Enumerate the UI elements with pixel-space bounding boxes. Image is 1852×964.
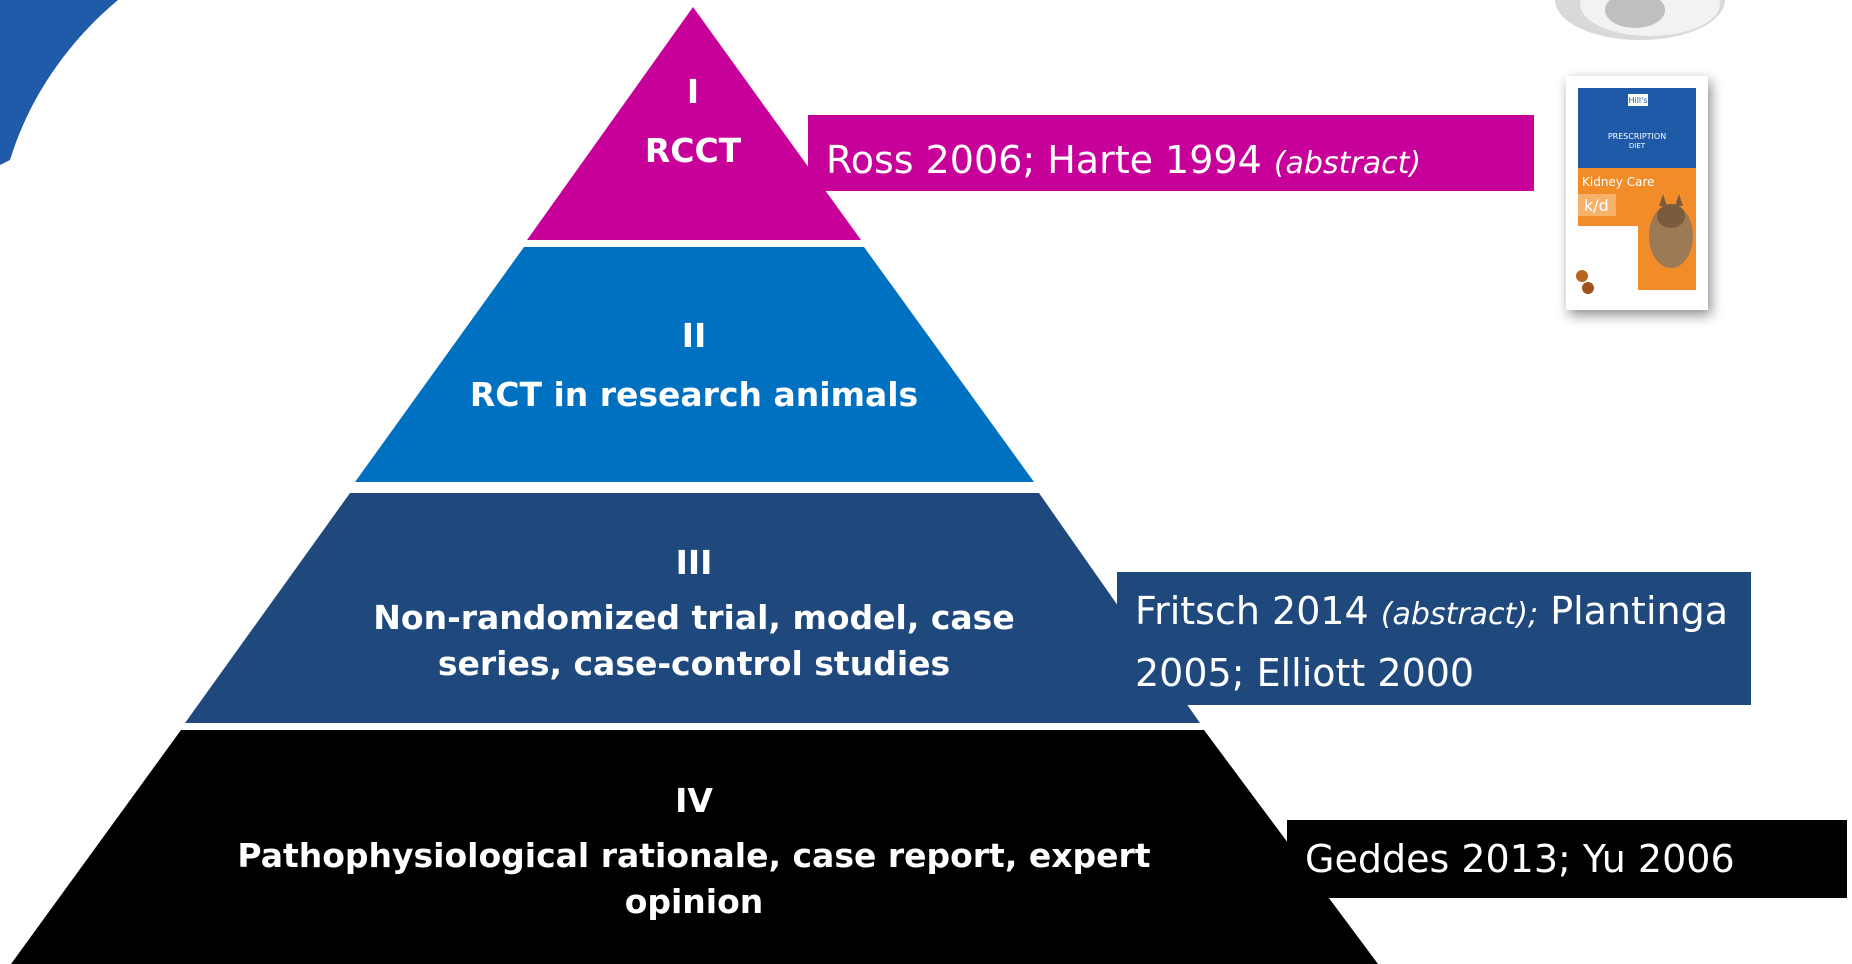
tier-3-shape (185, 493, 1200, 723)
tier-2-text: II RCT in research animals (444, 314, 944, 418)
tier-3-reference-box: Fritsch 2014 (abstract); Plantinga 2005;… (1117, 572, 1751, 705)
tier-4-label-line1: Pathophysiological rationale, case repor… (237, 836, 1151, 875)
tier-1-shape (527, 7, 861, 240)
tier-4-label-line2: opinion (624, 882, 764, 921)
product-brand: Hill's (1628, 96, 1647, 105)
tier-1-reference-text: Ross 2006; Harte 1994 (826, 138, 1274, 182)
tier-3-label-line1: Non-randomized trial, model, case (373, 598, 1015, 637)
tier-1-reference-note: (abstract) (1273, 146, 1422, 181)
tier-4-text: IV Pathophysiological rationale, case re… (194, 779, 1194, 925)
tier-4-reference-text: Geddes 2013; Yu 2006 (1305, 837, 1735, 881)
tier-1-label: RCCT (644, 131, 742, 170)
tier-2-level: II (681, 316, 707, 355)
tier-3-reference-line2: 2005; Elliott 2000 (1135, 651, 1475, 695)
tier-3-reference-text: Fritsch 2014 (1135, 589, 1381, 633)
tier-1-text: I RCCT (593, 70, 793, 174)
tier-3-label-line2: series, case-control studies (437, 644, 951, 683)
tier-1-reference-box: Ross 2006; Harte 1994 (abstract) (808, 115, 1534, 191)
mug-decoration (1555, 0, 1725, 40)
tier-4-level: IV (675, 781, 713, 820)
tier-4-reference-box: Geddes 2013; Yu 2006 (1287, 820, 1847, 898)
tier-4-shape (11, 730, 1378, 964)
product-line2: DIET (1629, 142, 1646, 150)
product-name: Kidney Care (1582, 175, 1655, 189)
tier-3-reference-line1: Fritsch 2014 (abstract); Plantinga (1135, 582, 1751, 644)
tier-1-level: I (686, 72, 700, 111)
tier-3-text: III Non-randomized trial, model, case se… (344, 541, 1044, 687)
tier-3-reference-text-after: Plantinga (1538, 589, 1728, 633)
tier-2-shape (355, 247, 1034, 482)
cat-food-bag-icon: Hill's PRESCRIPTION DIET Kidney Care k/d (1576, 86, 1698, 300)
product-code: k/d (1584, 196, 1609, 215)
product-line1: PRESCRIPTION (1608, 132, 1666, 141)
product-image: Hill's PRESCRIPTION DIET Kidney Care k/d (1566, 76, 1708, 310)
tier-3-reference-note: (abstract); (1380, 597, 1539, 632)
corner-swoosh-decoration (0, 0, 118, 165)
tier-3-level: III (675, 543, 713, 582)
tier-2-label: RCT in research animals (469, 375, 919, 414)
